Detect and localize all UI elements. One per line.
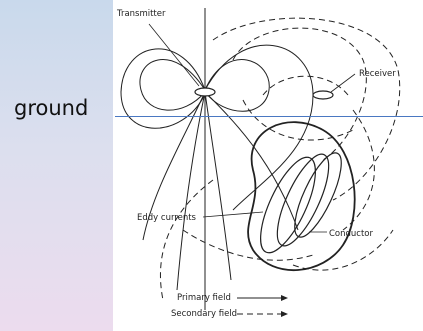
eddy-currents-label: Eddy currents <box>137 213 197 223</box>
eddy-currents-leader <box>203 212 263 217</box>
conductor-body <box>248 122 355 270</box>
ground-line <box>115 116 423 117</box>
primary-field-arrow-icon <box>281 295 288 301</box>
transmitter-label: Transmitter <box>116 9 166 19</box>
conductor-label: Conductor <box>329 229 374 239</box>
secondary-field-lines <box>160 18 399 300</box>
receiver-label: Receiver <box>359 69 396 79</box>
secondary-field-arrow-icon <box>281 311 288 317</box>
transmitter-leader <box>149 24 199 86</box>
secondary-field-legend-label: Secondary field <box>171 309 237 319</box>
transmitter-coil <box>195 88 215 96</box>
receiver-leader <box>331 74 355 92</box>
receiver-coil <box>313 91 333 99</box>
primary-field-legend-label: Primary field <box>177 293 231 303</box>
ground-label: ground <box>14 96 88 120</box>
eddy-current-loops <box>250 147 350 259</box>
em-induction-diagram: Transmitter Receiver Eddy currents Condu… <box>113 0 423 331</box>
primary-field-lines <box>121 45 313 290</box>
em-induction-figure: Transmitter Receiver Eddy currents Condu… <box>113 0 423 331</box>
